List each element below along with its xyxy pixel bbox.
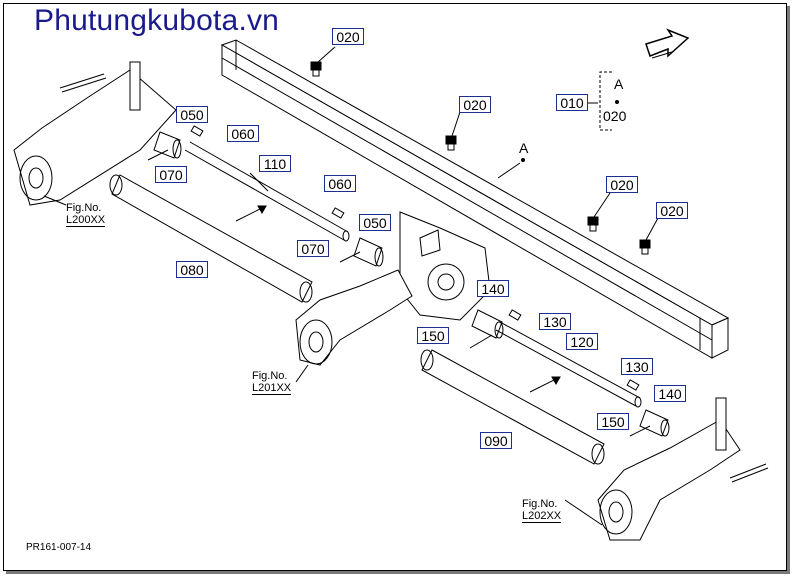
callout-060-mid: 060 — [324, 175, 356, 192]
callout-080: 080 — [176, 261, 208, 278]
callout-070-upper: 070 — [155, 166, 187, 183]
bolt-020-c — [587, 216, 599, 232]
arrow-lower — [529, 376, 561, 393]
gearbox-right — [597, 397, 769, 541]
callout-020-top: 020 — [332, 28, 364, 45]
callout-130-mid: 130 — [539, 313, 571, 330]
key-060-upper — [190, 125, 204, 137]
collar-140-right — [639, 409, 670, 437]
callout-070-mid: 070 — [297, 240, 329, 257]
callout-020-right2: 020 — [656, 202, 688, 219]
bolt-020-b — [445, 135, 457, 151]
gearbox-center — [399, 211, 491, 321]
callout-010: 010 — [556, 94, 588, 111]
gearbox-left — [13, 61, 177, 206]
legend-code: 020 — [603, 108, 627, 124]
callout-120: 120 — [566, 333, 598, 350]
bracket-010 — [599, 71, 612, 131]
collar-140-mid — [471, 309, 504, 339]
fig-ref-l201: Fig.No. L201XX — [252, 370, 292, 395]
fig-ref-l202: Fig.No. L202XX — [522, 498, 562, 523]
callout-020-mid: 020 — [459, 96, 491, 113]
shaft-110 — [184, 141, 350, 242]
callout-020-right1: 020 — [606, 176, 638, 193]
fig-label: Fig.No. — [522, 498, 558, 510]
pipe-090 — [420, 349, 605, 465]
bolt-020-d — [639, 239, 651, 255]
callout-050-upper: 050 — [176, 106, 208, 123]
key-060-mid — [331, 207, 345, 219]
callout-060-upper: 060 — [227, 125, 259, 142]
arrow-upper — [235, 205, 267, 222]
fig-code: L201XX — [252, 382, 292, 395]
collar-050-upper — [153, 131, 182, 159]
site-watermark: Phutungkubota.vn — [34, 4, 280, 37]
callout-090: 090 — [480, 432, 512, 449]
fig-label: Fig.No. — [66, 202, 102, 214]
shaft-120 — [495, 321, 642, 408]
direction-arrow — [645, 28, 690, 59]
key-130-mid — [508, 309, 522, 321]
reference-label-a: A — [519, 140, 529, 156]
callout-150-mid: 150 — [417, 327, 449, 344]
callout-110: 110 — [259, 155, 291, 172]
fig-code: L202XX — [522, 510, 562, 523]
key-130-right — [626, 379, 640, 391]
pipe-080 — [109, 174, 313, 303]
frame-beam — [220, 39, 730, 359]
callout-140-right: 140 — [654, 385, 686, 402]
callout-050-mid: 050 — [359, 214, 391, 231]
drawing-code: PR161-007-14 — [26, 542, 92, 553]
gearbox-mid-left — [295, 269, 413, 366]
collar-050-mid — [353, 237, 384, 267]
fig-ref-l200: Fig.No. L200XX — [66, 202, 106, 227]
callout-140-mid: 140 — [477, 280, 509, 297]
fig-label: Fig.No. — [252, 370, 288, 382]
fig-code: L200XX — [66, 214, 106, 227]
callout-150-right: 150 — [597, 413, 629, 430]
callout-130-right: 130 — [621, 358, 653, 375]
legend-letter: A — [614, 76, 624, 92]
bolt-020-a — [310, 61, 322, 77]
